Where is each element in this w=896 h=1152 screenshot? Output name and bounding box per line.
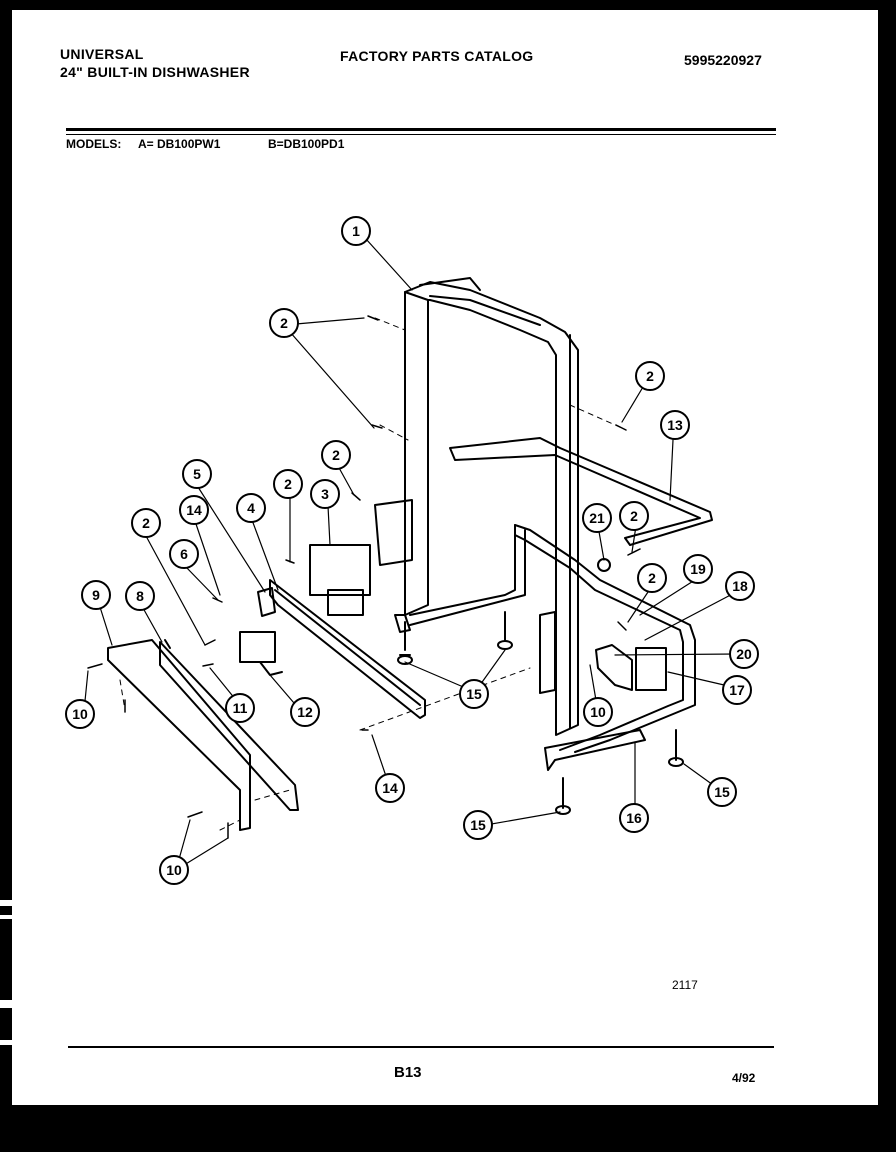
callout-number: 10 — [72, 706, 88, 722]
callout-number: 1 — [352, 223, 360, 239]
callout-2: 2 — [635, 361, 665, 391]
callout-number: 2 — [646, 368, 654, 384]
product-name: 24" BUILT-IN DISHWASHER — [60, 64, 250, 80]
callout-number: 5 — [193, 466, 201, 482]
callout-5: 5 — [182, 459, 212, 489]
callout-14: 14 — [375, 773, 405, 803]
footer-rule — [68, 1046, 774, 1048]
callout-number: 14 — [382, 780, 398, 796]
callout-4: 4 — [236, 493, 266, 523]
callout-3: 3 — [310, 479, 340, 509]
callout-number: 20 — [736, 646, 752, 662]
callout-19: 19 — [683, 554, 713, 584]
callout-number: 19 — [690, 561, 706, 577]
callout-number: 15 — [466, 686, 482, 702]
callout-number: 2 — [332, 447, 340, 463]
callout-2: 2 — [131, 508, 161, 538]
callout-15: 15 — [463, 810, 493, 840]
callout-15: 15 — [459, 679, 489, 709]
scan-mark — [0, 1000, 12, 1008]
callout-number: 17 — [729, 682, 745, 698]
callout-number: 9 — [92, 587, 100, 603]
callout-12: 12 — [290, 697, 320, 727]
brand-name: UNIVERSAL — [60, 46, 144, 62]
callout-number: 21 — [589, 510, 605, 526]
callout-20: 20 — [729, 639, 759, 669]
callout-10: 10 — [65, 699, 95, 729]
callout-17: 17 — [722, 675, 752, 705]
callout-number: 13 — [667, 417, 683, 433]
callout-16: 16 — [619, 803, 649, 833]
callout-2: 2 — [273, 469, 303, 499]
callout-9: 9 — [81, 580, 111, 610]
callout-number: 2 — [280, 315, 288, 331]
callout-number: 3 — [321, 486, 329, 502]
callout-number: 10 — [166, 862, 182, 878]
catalog-number: 5995220927 — [684, 52, 762, 68]
callout-number: 6 — [180, 546, 188, 562]
header-rule — [66, 128, 776, 131]
callout-number: 2 — [630, 508, 638, 524]
clip-part-5 — [257, 587, 276, 617]
callout-2: 2 — [637, 563, 667, 593]
bracket-part-20 — [595, 644, 633, 691]
callout-8: 8 — [125, 581, 155, 611]
callout-number: 8 — [136, 588, 144, 604]
valve-assembly-part-3 — [309, 499, 413, 616]
callout-21: 21 — [582, 503, 612, 533]
hinge-part-17 — [635, 647, 667, 691]
page-number: B13 — [394, 1064, 422, 1081]
diagram-code: 2117 — [672, 978, 698, 992]
bracket-part-18 — [539, 611, 556, 694]
revision-date: 4/92 — [732, 1071, 756, 1085]
catalog-sheet — [12, 10, 878, 1105]
door-frame-part — [404, 277, 579, 736]
callout-number: 15 — [714, 784, 730, 800]
model-b: B=DB100PD1 — [268, 137, 345, 151]
callout-6: 6 — [169, 539, 199, 569]
callout-number: 12 — [297, 704, 313, 720]
callout-14: 14 — [179, 495, 209, 525]
scan-mark — [0, 915, 12, 919]
callout-11: 11 — [225, 693, 255, 723]
callout-10: 10 — [583, 697, 613, 727]
callout-1: 1 — [341, 216, 371, 246]
model-a: A= DB100PW1 — [138, 137, 221, 151]
callout-2: 2 — [269, 308, 299, 338]
callout-number: 2 — [648, 570, 656, 586]
callout-number: 14 — [186, 502, 202, 518]
leg-rail-part-16 — [544, 729, 646, 771]
callout-number: 15 — [470, 817, 486, 833]
callout-number: 4 — [247, 500, 255, 516]
callout-number: 2 — [284, 476, 292, 492]
switch-part-12 — [239, 631, 283, 676]
leveling-foot — [397, 611, 684, 815]
scan-mark — [0, 900, 12, 906]
callout-15: 15 — [707, 777, 737, 807]
callout-18: 18 — [725, 571, 755, 601]
callout-number: 16 — [626, 810, 642, 826]
catalog-title: FACTORY PARTS CATALOG — [340, 48, 534, 64]
callout-2: 2 — [619, 501, 649, 531]
callout-number: 2 — [142, 515, 150, 531]
scan-mark — [0, 1040, 12, 1045]
rod-part-13 — [449, 437, 713, 546]
models-label: MODELS: — [66, 137, 122, 151]
panel-part-8 — [159, 639, 299, 811]
callout-13: 13 — [660, 410, 690, 440]
panel-part-9 — [107, 639, 251, 831]
bracket-part-4 — [269, 579, 426, 719]
header-rule-thin — [66, 134, 776, 135]
callout-number: 10 — [590, 704, 606, 720]
callout-number: 18 — [732, 578, 748, 594]
callout-2: 2 — [321, 440, 351, 470]
callout-10: 10 — [159, 855, 189, 885]
callout-number: 11 — [233, 700, 248, 716]
tub-support-frame — [394, 524, 696, 753]
grommet-part-21 — [597, 558, 611, 572]
